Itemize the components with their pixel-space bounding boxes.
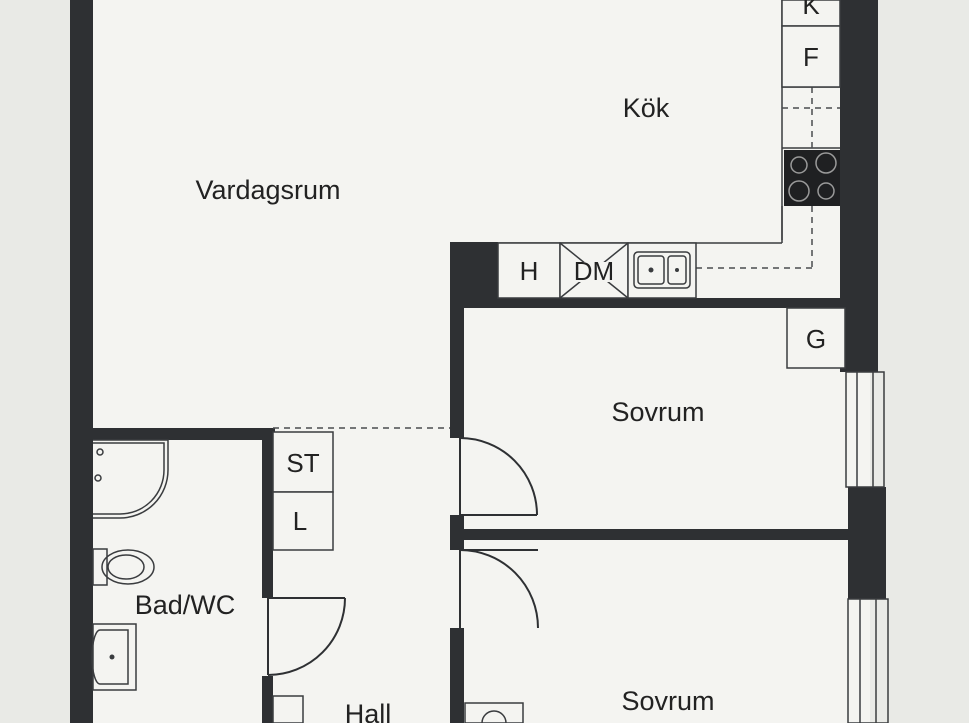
- kitchen-bedroom-wall: [450, 298, 848, 308]
- bedroom-divider-wall: [450, 529, 850, 540]
- bedroom-2-cabinet: [464, 702, 524, 723]
- left-exterior-wall: [70, 0, 93, 723]
- window-upper: [845, 371, 885, 488]
- bathroom-right-wall-upper: [262, 428, 273, 598]
- kitchen-label: Kök: [623, 93, 670, 123]
- bathroom-top-wall: [70, 428, 275, 440]
- hall-label: Hall: [345, 699, 392, 723]
- dishwasher: DM: [559, 242, 629, 299]
- wardrobe-g-label: G: [806, 324, 826, 354]
- bedroom-wall-upper: [450, 298, 464, 438]
- window-lower: [847, 598, 889, 723]
- closet-st: ST: [272, 431, 334, 493]
- freezer: F: [781, 25, 841, 88]
- toilet: [92, 548, 155, 586]
- living-room-label: Vardagsrum: [195, 175, 340, 205]
- bathroom-right-wall-lower: [262, 676, 273, 723]
- bedroom-2-label: Sovrum: [621, 686, 714, 716]
- closet-l-label: L: [293, 506, 307, 536]
- closet-l: L: [272, 491, 334, 551]
- hob-cabinet: H: [497, 242, 561, 299]
- dishwasher-label: DM: [574, 256, 614, 286]
- bedroom-wall-lower: [450, 628, 464, 723]
- freezer-label: F: [803, 42, 819, 72]
- bedroom-1-door: [459, 437, 538, 516]
- bedroom-2-door: [459, 549, 539, 629]
- shower: [93, 439, 169, 519]
- right-exterior-wall-upper: [840, 0, 878, 372]
- bathroom-door: [267, 597, 346, 676]
- fridge: K: [781, 0, 841, 27]
- closet-st-label: ST: [286, 448, 319, 478]
- stove: [784, 150, 840, 206]
- hall-cabinet: [272, 695, 304, 723]
- wardrobe-g: G: [786, 307, 846, 369]
- bedroom-1-label: Sovrum: [611, 397, 704, 427]
- bathroom-label: Bad/WC: [135, 590, 236, 620]
- fridge-label: K: [802, 0, 820, 20]
- hob-cabinet-label: H: [520, 256, 539, 286]
- kitchen-wall-pillar: [450, 242, 498, 300]
- floor-area: [70, 0, 870, 723]
- right-exterior-wall-middle: [848, 487, 886, 599]
- sink: [627, 242, 697, 299]
- bedroom-2-cabinet-mark: [481, 710, 507, 723]
- walls: [70, 0, 886, 723]
- washbasin: [91, 623, 137, 691]
